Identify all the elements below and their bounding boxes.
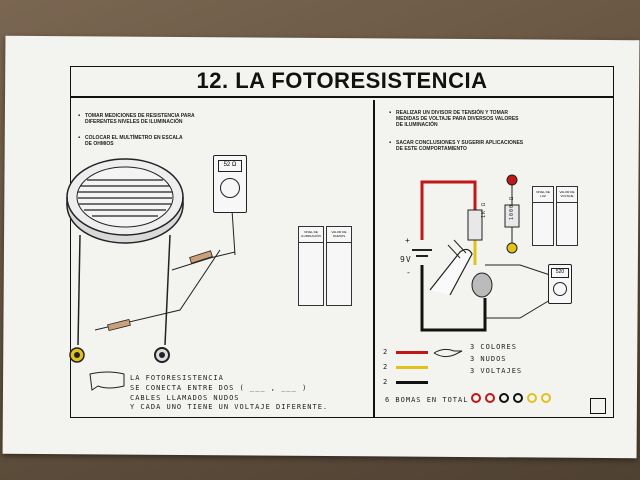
left-note-1: TOMAR MEDICIONES DE RESISTENCIA PARA DIF… bbox=[78, 113, 200, 125]
right-data-table: NIVEL DE LUZ VALOR DE VOLTAJE bbox=[532, 186, 578, 246]
left-table-col-2: VALOR DE OHMIOS bbox=[326, 226, 352, 306]
checkbox-square bbox=[590, 398, 606, 414]
left-table-col-1: NIVEL DE ILUMINACIÓN bbox=[298, 226, 324, 306]
speech-bubble-icon bbox=[89, 371, 125, 391]
battery-minus-sign: - bbox=[406, 268, 412, 277]
pointing-hand-icon bbox=[433, 348, 463, 358]
plug-red-2 bbox=[485, 393, 495, 403]
left-meter-display: 52 Ω bbox=[218, 160, 242, 172]
plug-black-2 bbox=[513, 393, 523, 403]
resistor-label-1k: 1K Ω bbox=[481, 201, 487, 218]
right-table-header-1: NIVEL DE LUZ bbox=[533, 187, 553, 203]
plug-red-1 bbox=[471, 393, 481, 403]
page-title: 12. LA FOTORESISTENCIA bbox=[196, 68, 488, 93]
wire-count-yellow: 2 bbox=[383, 363, 389, 371]
left-note-2: COLOCAR EL MULTÍMETRO EN ESCALA DE OHMIO… bbox=[78, 135, 185, 147]
right-circuit-illustration bbox=[412, 174, 551, 332]
right-table-header-2: VALOR DE VOLTAJE bbox=[557, 187, 577, 203]
right-table-col-1: NIVEL DE LUZ bbox=[532, 186, 554, 246]
meter-dial-icon bbox=[553, 282, 567, 296]
bubble-right-line-3: 3 VOLTAJES bbox=[470, 367, 523, 375]
left-data-table: NIVEL DE ILUMINACIÓN VALOR DE OHMIOS bbox=[298, 226, 352, 306]
right-meter-display: 520 bbox=[551, 268, 569, 278]
right-table-col-2: VALOR DE VOLTAJE bbox=[556, 186, 578, 246]
left-circuit-illustration bbox=[66, 158, 236, 363]
left-table-header-2: VALOR DE OHMIOS bbox=[327, 227, 351, 243]
right-note-2: SACAR CONCLUSIONES Y SUGERIR APLICACIONE… bbox=[389, 140, 526, 152]
title-divider bbox=[70, 96, 614, 98]
wire-count-red: 2 bbox=[383, 348, 389, 356]
plug-yellow-2 bbox=[541, 393, 551, 403]
bubble-line-3: CABLES LLAMADOS NUDOS bbox=[130, 394, 240, 402]
legend-red-wire bbox=[396, 351, 428, 354]
resistor-label-1000: 1000 Ω bbox=[509, 195, 515, 220]
total-label: 6 BOMAS EN TOTAL bbox=[385, 396, 469, 404]
right-multimeter: 520 bbox=[548, 264, 572, 304]
bubble-right-line-2: 3 NUDOS bbox=[470, 355, 507, 363]
section-divider bbox=[373, 100, 375, 418]
bubble-line-1: LA FOTORESISTENCIA bbox=[130, 374, 224, 382]
battery-label: 9V bbox=[400, 255, 412, 264]
plug-black-1 bbox=[499, 393, 509, 403]
meter-dial-icon bbox=[220, 178, 240, 198]
bubble-right-line-1: 3 COLORES bbox=[470, 343, 517, 351]
battery-plus-sign: + bbox=[405, 236, 411, 245]
wire-count-black: 2 bbox=[383, 378, 389, 386]
left-table-header-1: NIVEL DE ILUMINACIÓN bbox=[299, 227, 323, 243]
left-multimeter: 52 Ω bbox=[213, 155, 247, 213]
legend-black-wire bbox=[396, 381, 428, 384]
right-note-1: REALIZAR UN DIVISOR DE TENSIÓN Y TOMAR M… bbox=[389, 110, 526, 128]
bubble-line-4: Y CADA UNO TIENE UN VOLTAJE DIFERENTE. bbox=[130, 403, 329, 411]
worksheet-frame bbox=[70, 66, 614, 418]
plug-yellow-1 bbox=[527, 393, 537, 403]
legend-yellow-wire bbox=[396, 366, 428, 369]
bubble-line-2: SE CONECTA ENTRE DOS ( ___ , ___ ) bbox=[130, 384, 308, 392]
